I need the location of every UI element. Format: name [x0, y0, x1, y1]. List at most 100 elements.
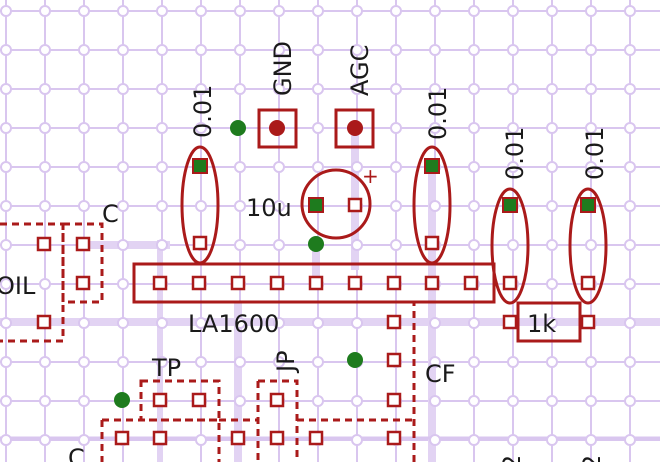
- agc-pad-dot: [347, 120, 363, 136]
- cf-pad-4[interactable]: [386, 430, 402, 446]
- jp-pad-1[interactable]: [269, 392, 285, 408]
- grid-hole: [546, 44, 558, 56]
- ic-pin-pad[interactable]: [152, 275, 168, 291]
- grid-hole: [429, 5, 441, 17]
- grid-hole: [585, 5, 597, 17]
- grid-hole: [468, 317, 480, 329]
- grid-hole: [312, 5, 324, 17]
- tp-pad-1[interactable]: [152, 392, 168, 408]
- grid-hole: [78, 200, 90, 212]
- cap-right2-pad-2[interactable]: [580, 275, 596, 291]
- grid-hole: [117, 83, 129, 95]
- coil-outline-dashed: [0, 222, 65, 343]
- ic-pin-pad[interactable]: [463, 275, 479, 291]
- jp-pad-3[interactable]: [308, 430, 324, 446]
- grid-hole: [156, 317, 168, 329]
- gnd-pad-outline[interactable]: [257, 108, 298, 149]
- grid-hole: [0, 239, 12, 251]
- ic-pin-pad[interactable]: [386, 275, 402, 291]
- grid-hole: [624, 317, 636, 329]
- grid-hole: [39, 395, 51, 407]
- agc-pad-outline[interactable]: [334, 108, 375, 149]
- cap-right1-pad-2[interactable]: [502, 275, 518, 291]
- cap-10u-pad-2[interactable]: [347, 197, 363, 213]
- c-top-label: C: [102, 200, 119, 228]
- grid-hole: [78, 434, 90, 446]
- c-bottom-pad[interactable]: [114, 430, 130, 446]
- grid-hole: [0, 161, 12, 173]
- grid-hole: [468, 161, 480, 173]
- ic-pin-pad[interactable]: [191, 275, 207, 291]
- jp-pad-2[interactable]: [269, 430, 285, 446]
- cf-pad-1[interactable]: [386, 314, 402, 330]
- grid-hole: [624, 395, 636, 407]
- grid-hole: [546, 395, 558, 407]
- cf-pad-2[interactable]: [386, 352, 402, 368]
- grid-hole: [117, 44, 129, 56]
- c-bottom-pad[interactable]: [152, 430, 168, 446]
- grid-hole: [390, 44, 402, 56]
- grid-hole: [351, 44, 363, 56]
- cap-left-pad-1[interactable]: [192, 158, 208, 174]
- grid-hole: [195, 83, 207, 95]
- grid-hole: [273, 356, 285, 368]
- grid-hole: [195, 434, 207, 446]
- grid-hole: [429, 83, 441, 95]
- grid-hole: [156, 200, 168, 212]
- c-bottom-pad[interactable]: [230, 430, 246, 446]
- grid-hole: [468, 239, 480, 251]
- grid-hole: [273, 161, 285, 173]
- grid-hole: [351, 239, 363, 251]
- c-top-pad-1[interactable]: [75, 236, 91, 252]
- grid-hole: [351, 161, 363, 173]
- ic-pin-pad[interactable]: [230, 275, 246, 291]
- grid-hole: [429, 317, 441, 329]
- grid-hole: [546, 200, 558, 212]
- cap-0.01-left-outline: [180, 145, 220, 265]
- grid-hole: [195, 44, 207, 56]
- tp-pad-2[interactable]: [191, 392, 207, 408]
- cap-right1-pad-1[interactable]: [502, 197, 518, 213]
- grid-hole: [234, 83, 246, 95]
- grid-hole: [78, 356, 90, 368]
- grid-hole: [429, 395, 441, 407]
- coil-pad[interactable]: [36, 314, 52, 330]
- grid-hole: [585, 44, 597, 56]
- component-labels: GND AGC 0.01 0.01 0.01 0.01 10u + C OIL …: [0, 41, 609, 462]
- cap-10u-pad-1[interactable]: [308, 197, 324, 213]
- grid-hole: [78, 317, 90, 329]
- ic-pin-pad[interactable]: [308, 275, 324, 291]
- c-top-pad-2[interactable]: [75, 275, 91, 291]
- grid-hole: [39, 434, 51, 446]
- grid-hole: [312, 317, 324, 329]
- grid-hole: [195, 200, 207, 212]
- grid-hole: [624, 161, 636, 173]
- grid-hole: [0, 434, 12, 446]
- grid-hole: [624, 122, 636, 134]
- grid-hole: [468, 122, 480, 134]
- grid-hole: [117, 278, 129, 290]
- agc-label: AGC: [346, 45, 374, 96]
- ic-pin-pad[interactable]: [347, 275, 363, 291]
- cap-left-pad-2[interactable]: [192, 235, 208, 251]
- resistor-pad-2[interactable]: [580, 314, 596, 330]
- resistor-pad-1[interactable]: [502, 314, 518, 330]
- cf-pad-3[interactable]: [386, 392, 402, 408]
- grid-hole: [234, 395, 246, 407]
- ic-pin-pad[interactable]: [424, 275, 440, 291]
- cf-label: CF: [425, 360, 456, 388]
- grid-hole: [507, 122, 519, 134]
- cap-mid-pad-1[interactable]: [424, 158, 440, 174]
- coil-pad[interactable]: [36, 236, 52, 252]
- ic-pin-pad[interactable]: [269, 275, 285, 291]
- grid-hole: [0, 5, 12, 17]
- grid-hole: [234, 5, 246, 17]
- grid-hole: [546, 161, 558, 173]
- vias: [114, 120, 363, 408]
- cap-mid-pad-2[interactable]: [424, 235, 440, 251]
- cap-right2-pad-1[interactable]: [580, 197, 596, 213]
- grid-hole: [273, 200, 285, 212]
- grid-hole: [390, 122, 402, 134]
- gnd-pad-dot: [269, 120, 285, 136]
- grid-hole: [156, 5, 168, 17]
